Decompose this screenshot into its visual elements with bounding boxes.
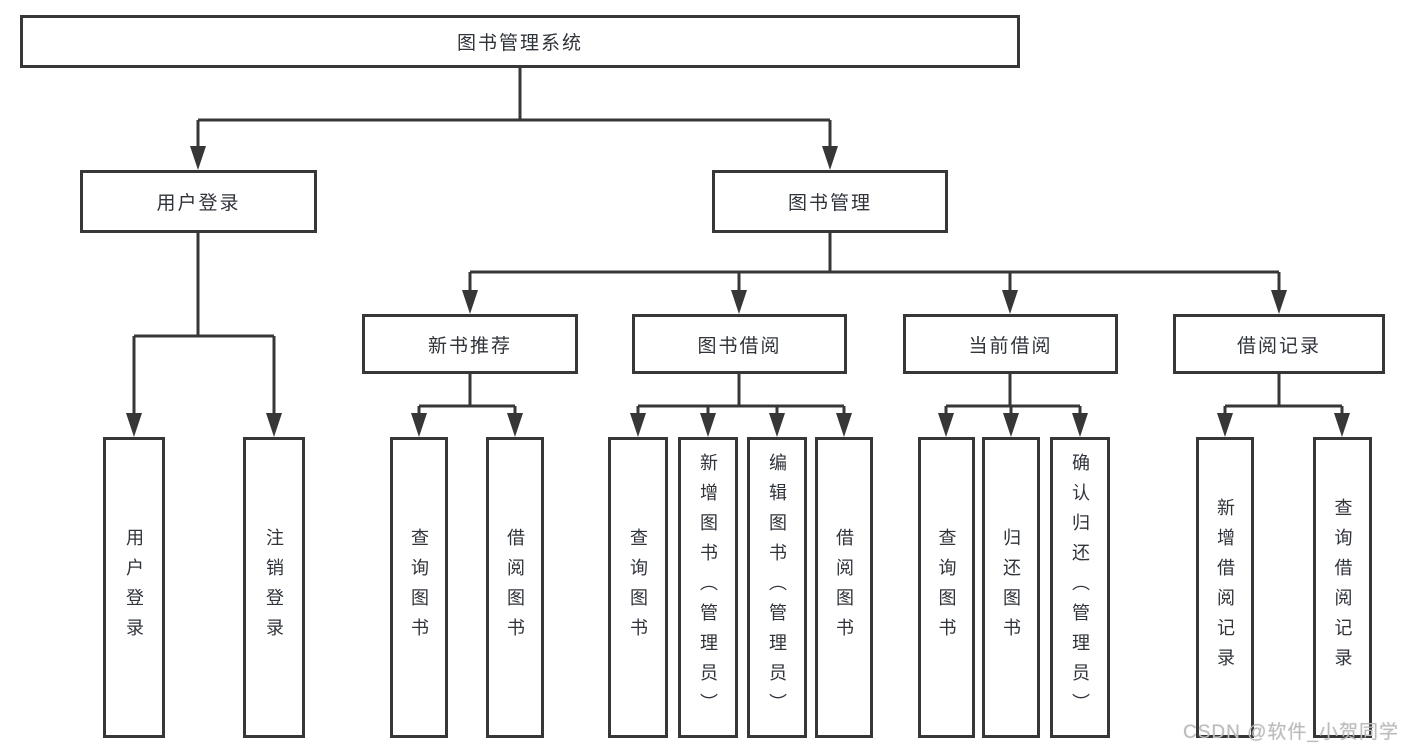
node-current-borrowing: 当前借阅	[903, 314, 1118, 374]
arrowheads	[126, 146, 1350, 437]
leaf-query-borrow-record-label: 查询借阅记录	[1332, 497, 1353, 678]
leaf-borrow-books-recommend: 借阅图书	[486, 437, 544, 738]
node-root: 图书管理系统	[20, 15, 1020, 68]
connector-current	[944, 374, 1082, 419]
leaf-confirm-return-admin-label: 确认归还（管理员）	[1070, 452, 1090, 723]
connector-new-book	[417, 374, 517, 419]
leaf-query-books-borrowing: 查询图书	[608, 437, 668, 738]
node-book-borrowing: 图书借阅	[632, 314, 847, 374]
connector-user-login	[132, 233, 276, 419]
node-book-management: 图书管理	[712, 170, 948, 233]
leaf-query-books-recommend-label: 查询图书	[409, 527, 429, 648]
leaf-add-borrow-record: 新增借阅记录	[1196, 437, 1254, 738]
connector-records	[1223, 374, 1344, 419]
leaf-add-borrow-record-label: 新增借阅记录	[1215, 497, 1235, 678]
node-book-borrowing-label: 图书借阅	[697, 335, 782, 357]
leaf-query-books-borrowing-label: 查询图书	[628, 527, 648, 648]
leaf-user-login: 用户登录	[103, 437, 165, 738]
node-book-management-label: 图书管理	[787, 193, 872, 214]
csdn-watermark: CSDN @软件_小贺同学	[1183, 722, 1399, 743]
leaf-logout: 注销登录	[243, 437, 305, 738]
leaf-add-book-admin: 新增图书（管理员）	[678, 437, 738, 738]
leaf-user-login-label: 用户登录	[124, 527, 144, 648]
leaf-return-books-label: 归还图书	[1001, 527, 1021, 648]
leaf-confirm-return-admin: 确认归还（管理员）	[1050, 437, 1110, 738]
leaf-borrow-books-borrowing: 借阅图书	[815, 437, 873, 738]
connector-borrowing	[636, 374, 846, 419]
node-new-book-recommend-label: 新书推荐	[427, 335, 512, 357]
leaf-query-books-recommend: 查询图书	[390, 437, 448, 738]
leaf-add-book-admin-label: 新增图书（管理员）	[698, 452, 718, 723]
node-user-login-label: 用户登录	[156, 193, 241, 214]
leaf-borrow-books-recommend-label: 借阅图书	[505, 527, 525, 648]
leaf-return-books: 归还图书	[982, 437, 1040, 738]
node-borrowing-records-label: 借阅记录	[1236, 335, 1321, 357]
node-borrowing-records: 借阅记录	[1173, 314, 1385, 374]
leaf-logout-label: 注销登录	[264, 527, 284, 648]
leaf-query-books-current-label: 查询图书	[936, 527, 957, 648]
node-root-label: 图书管理系统	[456, 33, 583, 54]
connector-book-mgmt	[468, 233, 1281, 294]
leaf-edit-book-admin-label: 编辑图书（管理员）	[767, 452, 787, 723]
node-new-book-recommend: 新书推荐	[362, 314, 578, 374]
leaf-query-borrow-record: 查询借阅记录	[1313, 437, 1372, 738]
leaf-borrow-books-borrowing-label: 借阅图书	[834, 527, 854, 648]
node-current-borrowing-label: 当前借阅	[968, 335, 1053, 357]
node-user-login: 用户登录	[80, 170, 317, 233]
leaf-edit-book-admin: 编辑图书（管理员）	[747, 437, 807, 738]
leaf-query-books-current: 查询图书	[918, 437, 975, 738]
